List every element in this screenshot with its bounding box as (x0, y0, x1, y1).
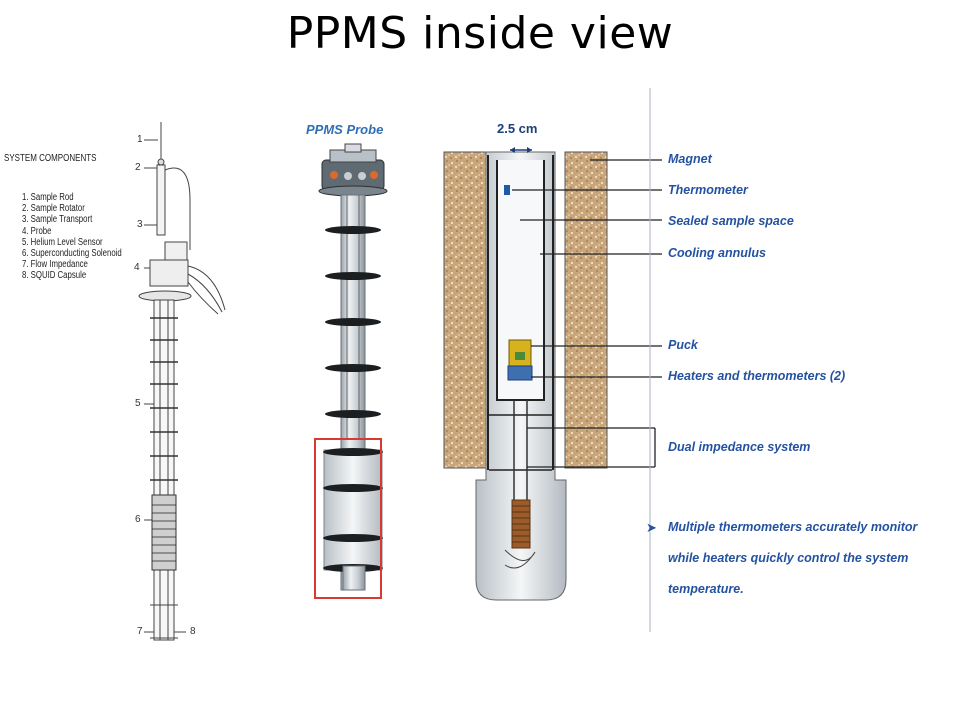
component-item: 4. Probe (22, 225, 52, 237)
label-thermometer: Thermometer (668, 183, 748, 197)
label-dual-impedance: Dual impedance system (668, 440, 811, 454)
component-item: 7. Flow Impedance (22, 259, 88, 271)
callout-3: 3 (137, 219, 143, 230)
chamber-cross-section (443, 147, 608, 601)
label-puck: Puck (668, 338, 698, 352)
note-line-3: temperature. (668, 582, 744, 596)
callout-6: 6 (135, 514, 141, 525)
component-item: 1. Sample Rod (22, 192, 74, 203)
ppms-probe-drawing (314, 143, 388, 599)
component-item: 6. Superconducting Solenoid (22, 248, 122, 260)
note-line-2: while heaters quickly control the system (668, 551, 909, 565)
label-magnet: Magnet (668, 152, 712, 166)
callout-7: 7 (137, 626, 143, 637)
bullet-arrow-icon: ➤ (646, 520, 657, 535)
label-cooling-annulus: Cooling annulus (668, 246, 766, 260)
component-item: 8. SQUID Capsule (22, 270, 87, 282)
note-line-1: Multiple thermometers accurately monitor (668, 520, 918, 534)
component-item: 3. Sample Transport (22, 214, 93, 226)
label-sealed-sample-space: Sealed sample space (668, 214, 794, 228)
system-components-drawing (138, 122, 226, 641)
callout-8: 8 (190, 626, 196, 637)
callout-1: 1 (137, 134, 143, 145)
callout-4: 4 (134, 262, 140, 273)
page-title: PPMS inside view (286, 8, 674, 59)
components-list: 1. Sample Rod 2. Sample Rotator 3. Sampl… (22, 192, 122, 282)
callout-2: 2 (135, 162, 141, 173)
probe-title: PPMS Probe (306, 122, 384, 137)
components-heading: SYSTEM COMPONENTS (4, 153, 97, 164)
highlight-box (314, 438, 382, 599)
leader-lines (512, 159, 662, 468)
component-item: 2. Sample Rotator (22, 203, 85, 215)
callout-5: 5 (135, 398, 141, 409)
label-heaters-thermometers: Heaters and thermometers (2) (668, 369, 846, 383)
dimension-label: 2.5 cm (497, 121, 538, 136)
component-item: 5. Helium Level Sensor (22, 236, 103, 248)
